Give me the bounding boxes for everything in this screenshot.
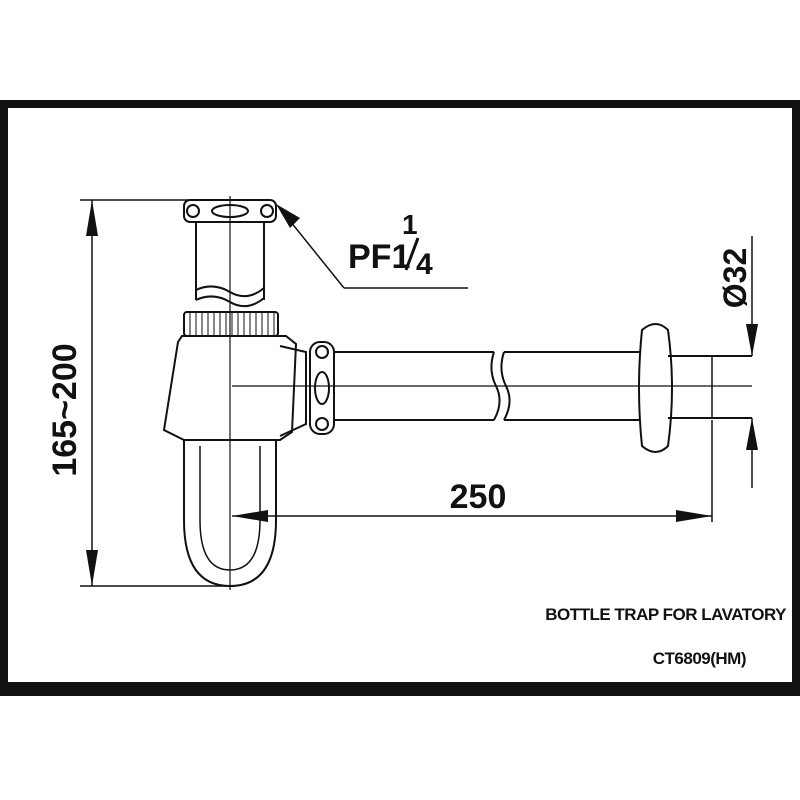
drawing-title: BOTTLE TRAP FOR LAVATORY: [545, 605, 787, 624]
top-frame-bar: [0, 100, 800, 108]
center-lines: [229, 196, 752, 590]
thread-label: PF1: [348, 238, 410, 276]
right-frame-bar: [792, 100, 800, 696]
drawing-model: CT6809(HM): [653, 649, 746, 668]
thread-fraction-numerator: 1: [402, 209, 418, 240]
bottom-frame-bar: [0, 682, 800, 696]
height-dimension-label: 165~200: [46, 343, 84, 476]
thread-fraction-denominator: 4: [416, 248, 433, 281]
outlet-connector: [279, 345, 307, 437]
wall-pipe: [668, 355, 752, 419]
diameter-dimension: [746, 236, 758, 488]
thread-fraction-slash: [404, 237, 420, 271]
bottle-trap-body: [162, 199, 752, 588]
diameter-dimension-label: Ø32: [717, 248, 753, 308]
length-dimension: [232, 420, 713, 522]
length-dimension-label: 250: [450, 478, 507, 516]
bottle-housing: [162, 335, 298, 441]
wall-rosette: [638, 323, 673, 453]
horizontal-pipe: [334, 351, 640, 421]
thread-leader: [276, 204, 468, 289]
left-frame-bar: [0, 100, 8, 696]
tailpiece-tube: [195, 222, 265, 300]
knurled-nut: [183, 311, 279, 337]
height-dimension: [80, 199, 232, 587]
